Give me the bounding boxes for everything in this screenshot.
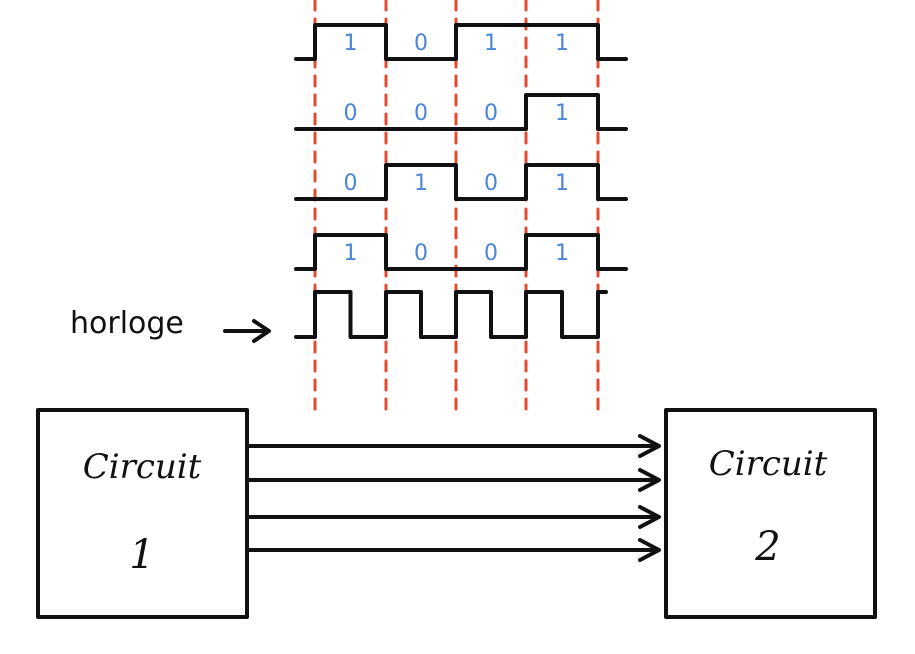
wire-1-arrowhead [638, 434, 661, 458]
signal-3-bit-2: 1 [414, 171, 428, 196]
signal-1-bit-1: 1 [344, 31, 358, 56]
circuit-2-title: Circuit [709, 444, 828, 484]
signal-2-bit-2: 0 [414, 101, 428, 126]
parallel-wires [247, 434, 661, 562]
clock-label: horloge [70, 306, 184, 341]
signal-1-bit-2: 0 [414, 31, 428, 56]
wire-4-arrowhead [638, 538, 661, 562]
signal-3-bit-3: 0 [484, 171, 498, 196]
signal-3-bit-4: 1 [555, 171, 569, 196]
signal-4-bit-3: 0 [484, 241, 498, 266]
signal-waveforms: 1 0 1 1 0 0 0 1 0 1 0 1 1 0 0 1 [294, 23, 628, 271]
signal-2-waveform [294, 93, 628, 131]
signal-3-bit-1: 0 [344, 171, 358, 196]
clock-arrow [223, 319, 271, 343]
signal-4-bit-1: 1 [344, 241, 358, 266]
clock-waveform [294, 290, 608, 339]
circuit-1-box: Circuit 1 [36, 408, 249, 619]
signal-1-bit-4: 1 [555, 31, 569, 56]
signal-2-bit-1: 0 [344, 101, 358, 126]
circuit-2-number: 2 [754, 524, 780, 570]
clock-edge-guides [313, 0, 600, 412]
signal-1-bit-3: 1 [484, 31, 498, 56]
circuit-1-number: 1 [129, 532, 154, 578]
clock-square-wave [294, 290, 608, 339]
signal-4-bit-4: 1 [555, 241, 569, 266]
signal-2-bit-3: 0 [484, 101, 498, 126]
signal-4-bit-2: 0 [414, 241, 428, 266]
circuit-2-box: Circuit 2 [664, 408, 877, 619]
signal-3-waveform [294, 163, 628, 201]
wire-2-arrowhead [638, 468, 661, 492]
signal-1-waveform [294, 23, 628, 61]
circuit-1-title: Circuit [83, 447, 202, 487]
signal-4-waveform [294, 233, 628, 271]
signal-2-bit-4: 1 [555, 101, 569, 126]
wire-3-arrowhead [638, 505, 661, 529]
